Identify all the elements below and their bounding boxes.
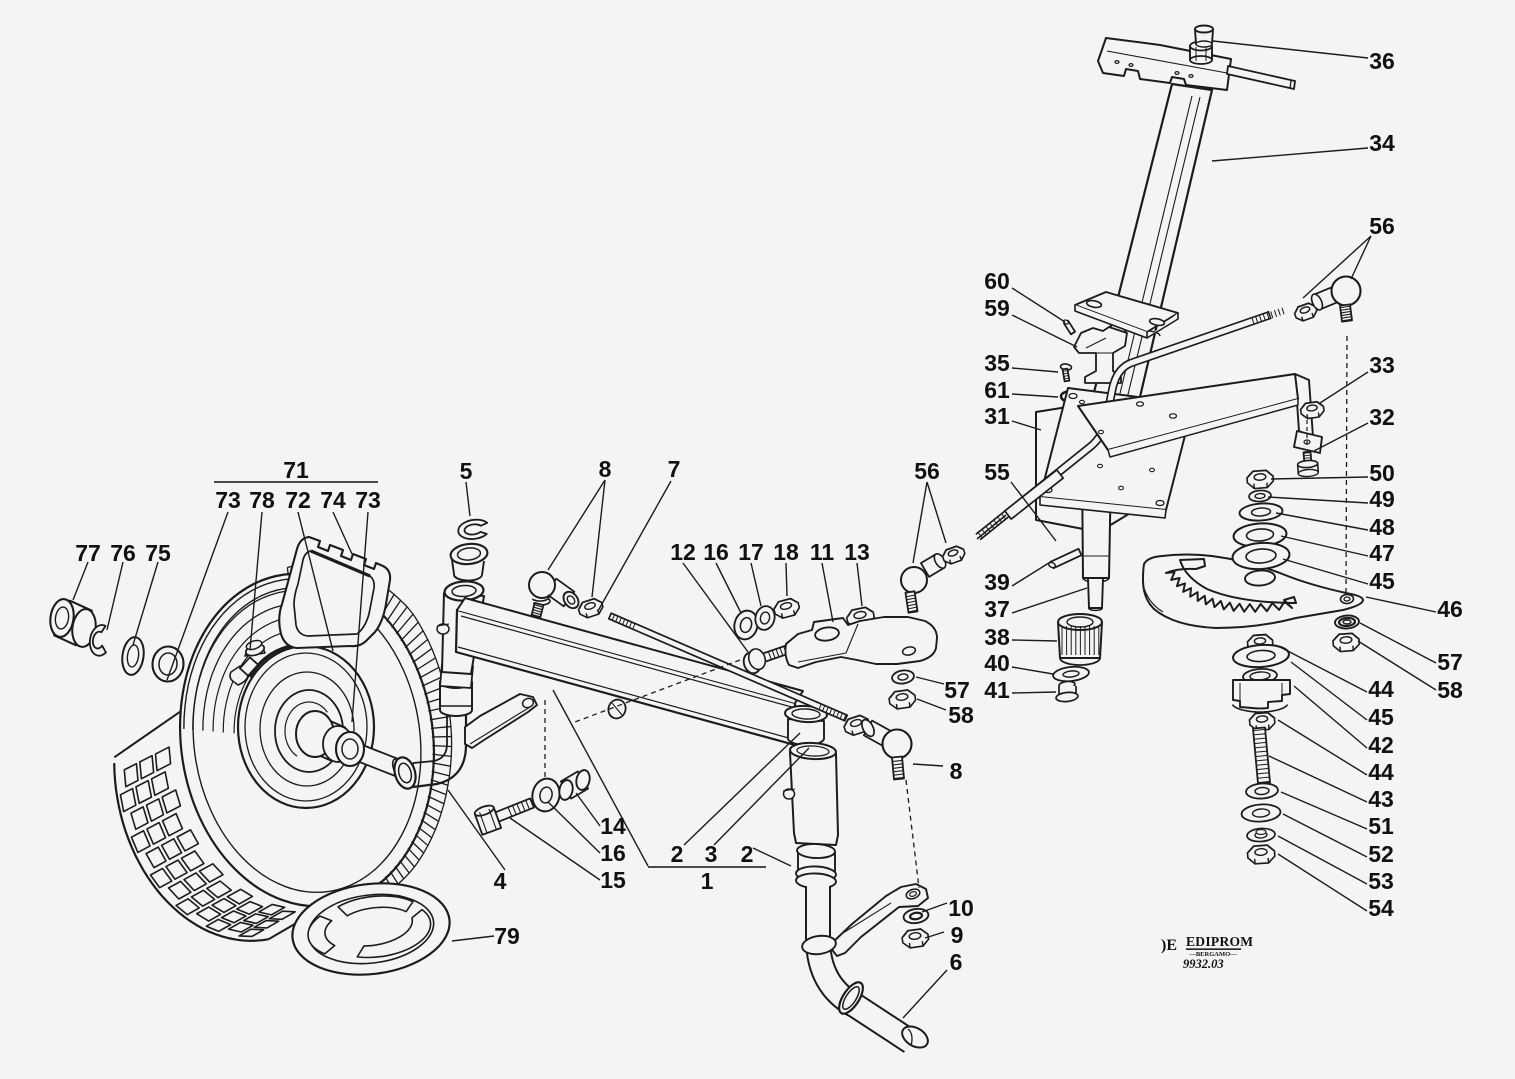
svg-text:8: 8 <box>599 456 612 482</box>
svg-text:47: 47 <box>1369 540 1395 566</box>
svg-text:5: 5 <box>460 458 473 484</box>
svg-text:78: 78 <box>249 487 275 513</box>
svg-text:17: 17 <box>738 539 764 565</box>
svg-text:—BERGAMO—: —BERGAMO— <box>1188 951 1237 958</box>
svg-text:2: 2 <box>671 841 684 867</box>
svg-text:35: 35 <box>984 350 1010 376</box>
svg-text:33: 33 <box>1369 352 1395 378</box>
svg-text:7: 7 <box>668 456 681 482</box>
svg-text:10: 10 <box>948 895 974 921</box>
svg-text:79: 79 <box>494 923 520 949</box>
svg-text:71: 71 <box>283 457 309 483</box>
svg-text:37: 37 <box>984 596 1010 622</box>
svg-text:11: 11 <box>810 539 835 565</box>
svg-text:54: 54 <box>1368 895 1394 921</box>
svg-text:44: 44 <box>1368 759 1394 785</box>
svg-text:51: 51 <box>1368 813 1394 839</box>
svg-text:57: 57 <box>1437 649 1463 675</box>
svg-text:57: 57 <box>944 677 970 703</box>
svg-text:38: 38 <box>984 624 1010 650</box>
svg-text:31: 31 <box>984 403 1010 429</box>
svg-text:45: 45 <box>1368 704 1394 730</box>
svg-text:43: 43 <box>1368 786 1394 812</box>
svg-text:58: 58 <box>948 702 974 728</box>
svg-text:12: 12 <box>670 539 696 565</box>
svg-text:74: 74 <box>320 487 346 513</box>
svg-text:75: 75 <box>145 540 171 566</box>
svg-text:36: 36 <box>1369 48 1395 74</box>
svg-text:6: 6 <box>950 949 963 975</box>
svg-text:73: 73 <box>215 487 241 513</box>
svg-text:52: 52 <box>1368 841 1394 867</box>
svg-text:60: 60 <box>984 268 1010 294</box>
svg-text:)E: )E <box>1161 937 1177 954</box>
svg-text:44: 44 <box>1368 676 1394 702</box>
svg-text:56: 56 <box>1369 213 1395 239</box>
svg-text:77: 77 <box>75 540 101 566</box>
svg-text:61: 61 <box>984 377 1010 403</box>
svg-text:72: 72 <box>285 487 311 513</box>
svg-text:42: 42 <box>1368 732 1394 758</box>
svg-text:46: 46 <box>1437 596 1463 622</box>
svg-text:16: 16 <box>703 539 729 565</box>
svg-text:3: 3 <box>705 841 718 867</box>
svg-text:9932.03: 9932.03 <box>1183 957 1224 971</box>
svg-text:16: 16 <box>600 840 626 866</box>
svg-text:1: 1 <box>701 868 714 894</box>
svg-text:2: 2 <box>741 841 754 867</box>
svg-text:45: 45 <box>1369 568 1395 594</box>
svg-text:14: 14 <box>600 813 626 839</box>
svg-text:56: 56 <box>914 458 940 484</box>
svg-text:34: 34 <box>1369 130 1395 156</box>
svg-text:32: 32 <box>1369 404 1395 430</box>
svg-text:4: 4 <box>494 868 507 894</box>
svg-text:9: 9 <box>951 922 964 948</box>
svg-text:40: 40 <box>984 650 1010 676</box>
svg-text:53: 53 <box>1368 868 1394 894</box>
svg-text:50: 50 <box>1369 460 1395 486</box>
svg-text:49: 49 <box>1369 486 1395 512</box>
svg-text:76: 76 <box>110 540 136 566</box>
svg-text:59: 59 <box>984 295 1010 321</box>
svg-text:15: 15 <box>600 867 626 893</box>
svg-text:39: 39 <box>984 569 1010 595</box>
svg-text:48: 48 <box>1369 514 1395 540</box>
svg-text:13: 13 <box>844 539 870 565</box>
svg-text:EDIPROM: EDIPROM <box>1186 934 1253 949</box>
svg-text:41: 41 <box>984 677 1010 703</box>
svg-text:55: 55 <box>984 459 1010 485</box>
svg-text:8: 8 <box>950 758 963 784</box>
svg-text:18: 18 <box>773 539 799 565</box>
svg-text:73: 73 <box>355 487 381 513</box>
svg-text:58: 58 <box>1437 677 1463 703</box>
